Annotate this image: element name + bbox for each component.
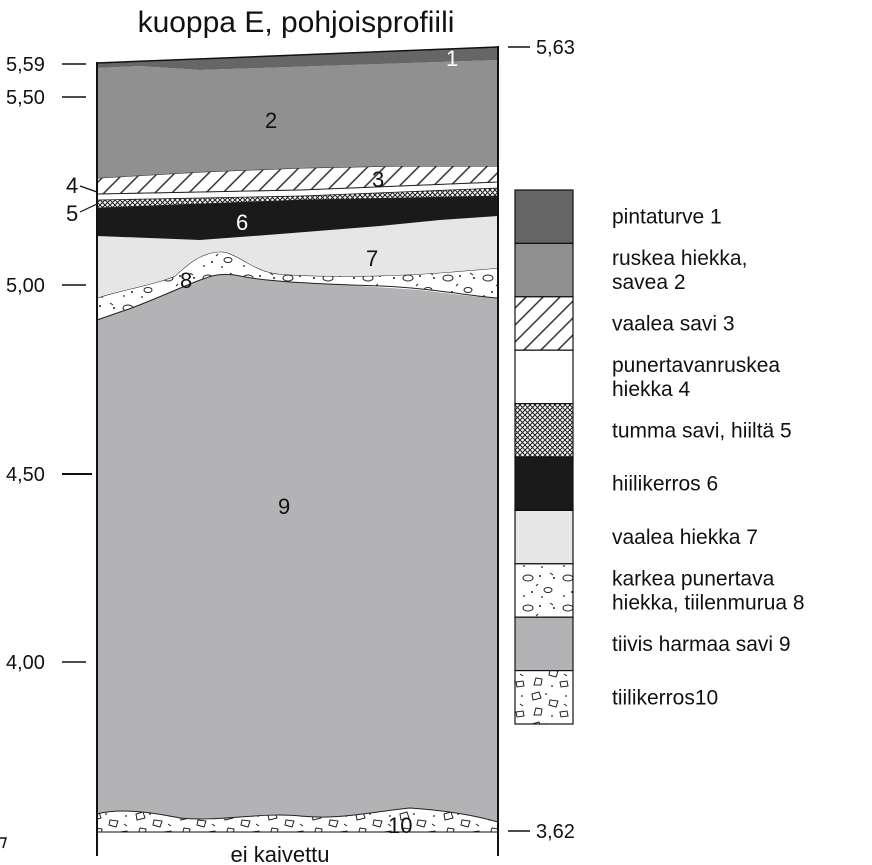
elevation-scale-right: 5,63 3,62 [508,37,575,843]
legend-swatch-6 [514,456,574,512]
profile-section [96,46,499,856]
legend-swatch-5 [514,403,574,458]
legend-swatch-9 [514,616,574,672]
legend-label-8: karkea punertava [612,568,775,591]
legend-swatch-3 [514,296,574,351]
legend: pintaturve 1 ruskea hiekka,savea 2 vaalea … [514,189,805,725]
layer-label-4: 4 [66,173,78,198]
leader-line-4 [79,185,98,193]
legend-label-1: pintaturve 1 [612,206,722,229]
elevation-label: 5,50 [6,87,45,109]
legend-swatch-10 [514,669,574,725]
legend-label-4: hiekka 4 [612,378,691,401]
legend-swatch-4 [514,349,574,405]
layer-label-9: 9 [278,494,290,519]
legend-label-5: tumma savi, hiiltä 5 [612,419,792,442]
layer-label-5: 5 [66,201,78,226]
elevation-label: 4,50 [6,464,45,486]
layer-7-light-sand [97,216,498,298]
elevation-scale-left: 5,59 5,50 5,00 4,50 4,00 [6,54,92,674]
layer-label-3: 3 [372,167,384,192]
legend-label-6: hiilikerros 6 [612,473,718,496]
leader-line-5 [79,203,98,213]
legend-swatch-7 [514,509,574,565]
elevation-label: 5,59 [6,54,45,76]
layer-label-1: 1 [446,46,458,71]
legend-swatch-2 [514,242,574,298]
legend-label-2: ruskea hiekka, [612,247,747,270]
legend-label-2: savea 2 [612,271,686,294]
legend-label-8: hiekka, tiilenmurua 8 [612,592,805,615]
layer-number-labels: 1 2 3 4 5 6 7 8 9 10 [66,46,458,838]
legend-swatch-1 [514,189,574,245]
legend-swatch-8 [514,563,574,618]
layer-label-8: 8 [180,268,192,293]
layer-label-6: 6 [236,210,248,235]
layer-label-7: 7 [366,246,378,271]
layer-label-2: 2 [265,108,277,133]
layer-9-grey-clay [97,272,498,825]
elevation-label: 5,63 [536,37,575,59]
layer-2-brown-sand [97,60,498,178]
legend-label-3: vaalea savi 3 [612,313,735,336]
legend-label-7: vaalea hiekka 7 [612,526,758,549]
diagram-title: kuoppa E, pohjoisprofiili [138,6,455,39]
bottom-label: ei kaivettu [230,842,329,865]
layer-6-charcoal [97,196,498,240]
legend-label-10: tiilikerros10 [612,686,718,709]
layer-10-brick-layer [96,807,499,833]
elevation-label: 3,62 [536,821,575,843]
elevation-label: 4,00 [6,652,45,674]
layer-label-10: 10 [388,813,412,838]
layer-1-surface-peat [97,47,498,70]
corner-mark [0,837,8,849]
elevation-label: 5,00 [6,275,45,297]
legend-label-9: tiivis harmaa savi 9 [612,633,791,656]
legend-label-4: punertavanruskea [612,354,780,377]
